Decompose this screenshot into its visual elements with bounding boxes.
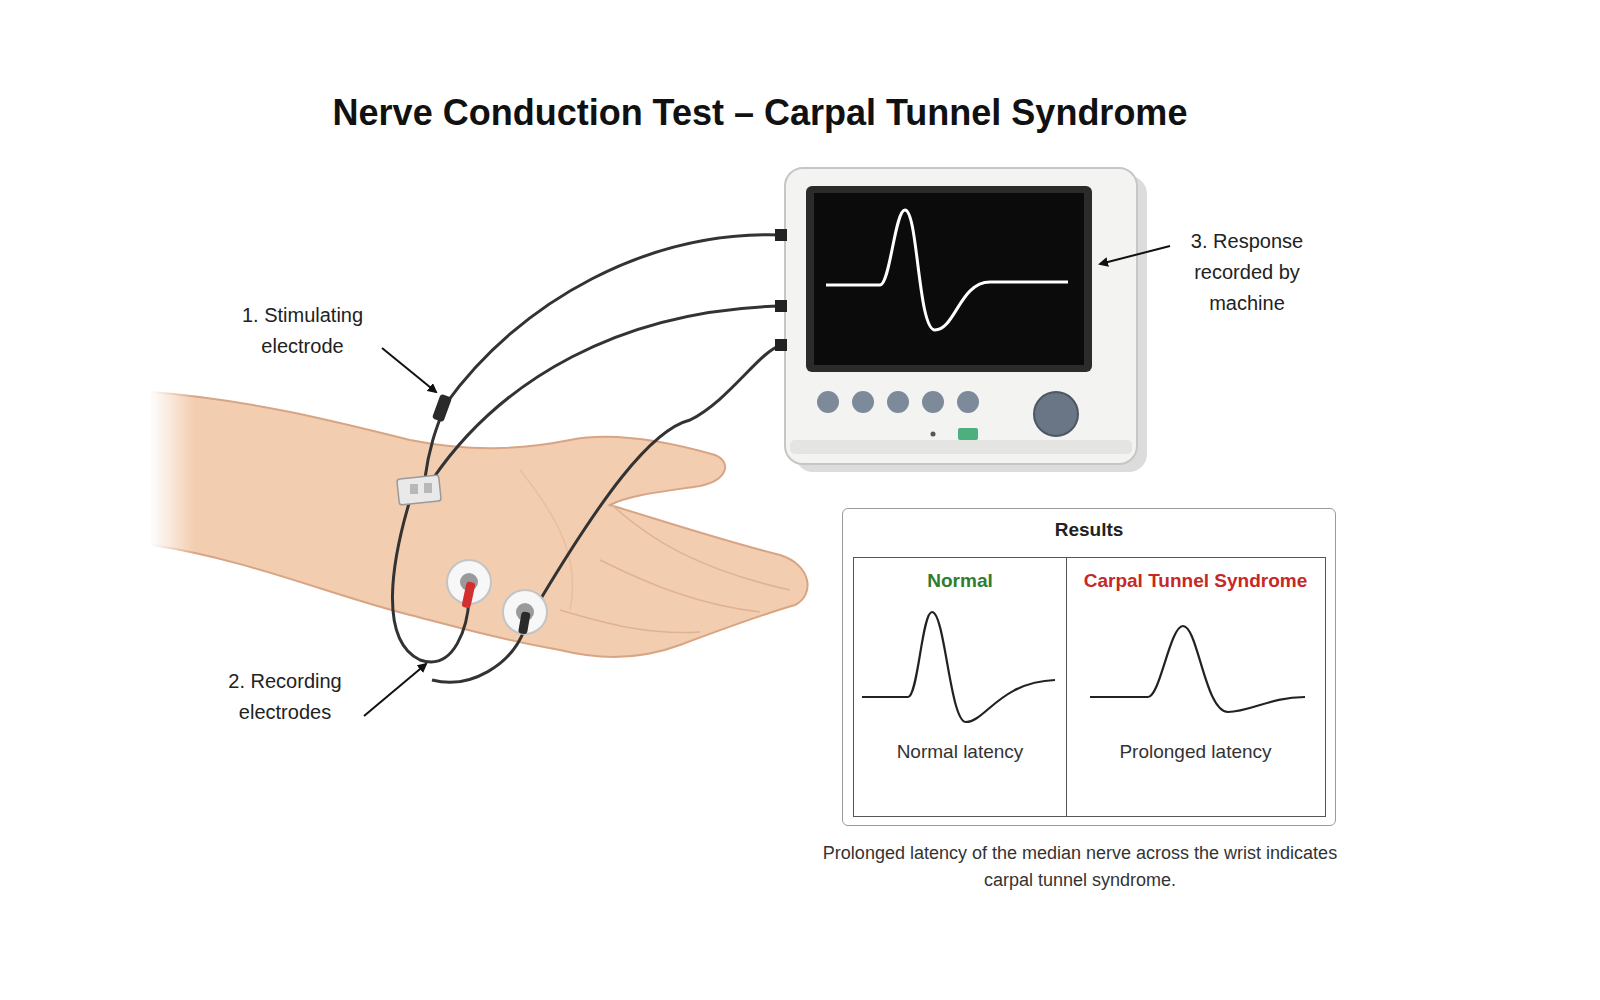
stimulating-electrode <box>397 394 452 505</box>
result-normal-panel: NormalNormal latency <box>853 557 1067 817</box>
panel-heading: Carpal Tunnel Syndrome <box>1072 570 1319 592</box>
result-waveforms <box>862 612 1305 722</box>
callout-label: 2. Recording electrodes <box>200 666 370 728</box>
emg-machine <box>775 168 1147 472</box>
panel-note: Normal latency <box>860 738 1060 765</box>
panel-heading: Results <box>849 519 1329 541</box>
diagram-title: Nerve Conduction Test – Carpal Tunnel Sy… <box>200 92 1320 134</box>
electrode-cables <box>392 235 782 682</box>
panel-heading: Normal <box>860 570 1060 592</box>
panel-note: Prolonged latency <box>1072 738 1319 765</box>
result-cts-panel: Carpal Tunnel SyndromeProlonged latency <box>1066 557 1326 817</box>
caption: Prolonged latency of the median nerve ac… <box>820 840 1340 894</box>
callout-label: 1. Stimulating electrode <box>215 300 390 362</box>
callout-label: 3. Response recorded by machine <box>1172 226 1322 319</box>
hand-illustration <box>150 380 808 657</box>
leader-arrows <box>364 246 1170 716</box>
recording-electrodes <box>447 560 547 635</box>
results-panel: ResultsNormalNormal latencyCarpal Tunnel… <box>842 508 1336 826</box>
